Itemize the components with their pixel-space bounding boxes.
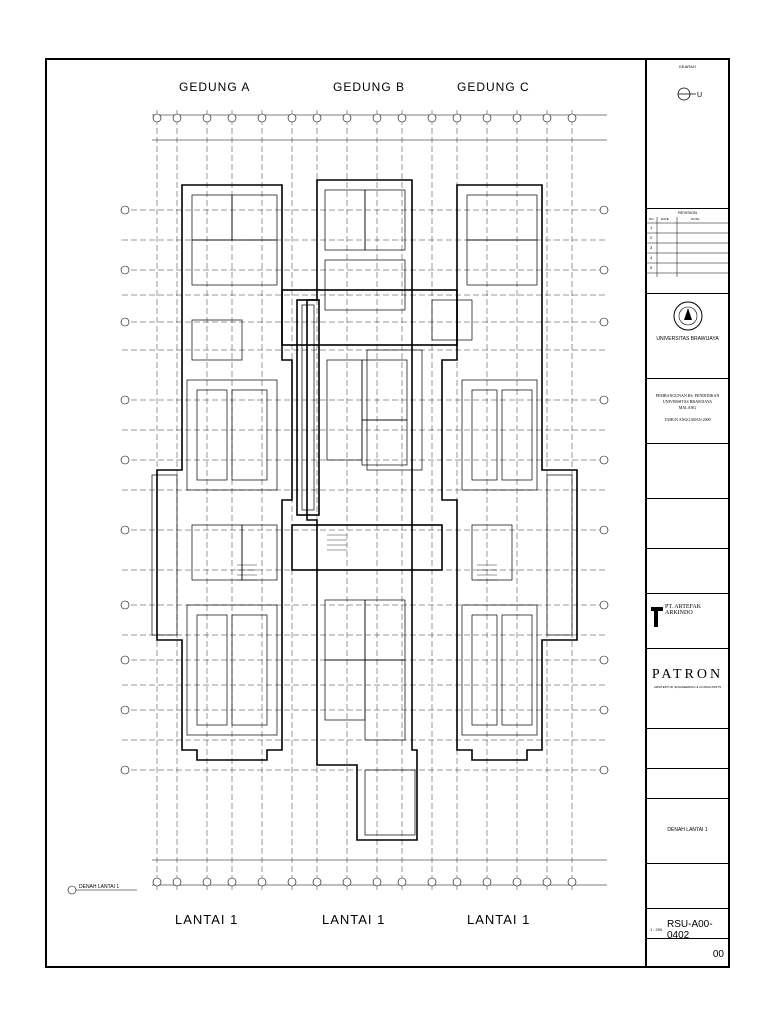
signature-block-2	[647, 498, 728, 548]
signature-block-3	[647, 548, 728, 593]
project-block: PEMBANGUNAN RS. PENDIDIKAN UNIVERSITAS B…	[647, 378, 728, 443]
north-label: KEARAH	[679, 64, 696, 69]
revision-row-2: 2	[650, 235, 653, 240]
patron-subtitle: ARSITEKTUR, ENGINEERING & CONSULTANTS	[653, 685, 722, 689]
revision-col-date: DATE	[661, 217, 669, 221]
university-seal-icon	[673, 301, 703, 331]
svg-text:U: U	[697, 92, 702, 99]
axis-lines	[122, 110, 607, 890]
floor-plan-svg	[67, 110, 609, 895]
project-line-1: PEMBANGUNAN RS. PENDIDIKAN	[655, 393, 720, 398]
patron-name: PATRON	[651, 667, 724, 682]
revision-col-note: NOTE	[691, 217, 700, 221]
project-line-4: TAHUN ANGGARAN 2009	[664, 417, 711, 422]
revision-row-5: 5	[650, 265, 653, 270]
plan-caption: DENAH LANTAI 1	[79, 884, 120, 890]
floor-label-b: LANTAI 1	[322, 912, 386, 927]
interior-walls	[151, 189, 573, 836]
drawing-title-block: DENAH LANTAI 1	[647, 798, 728, 863]
floor-label-c: LANTAI 1	[467, 912, 531, 927]
university-block: UNIVERSITAS BRAWIJAYA	[647, 293, 728, 378]
building-b-label: GEDUNG B	[333, 80, 406, 94]
revision-number: 00	[712, 949, 724, 960]
revision-label: REVISION	[677, 210, 698, 215]
floor-label-a: LANTAI 1	[175, 912, 239, 927]
stairs	[237, 534, 497, 581]
project-line-3: MALANG	[678, 405, 697, 410]
drawing-number: RSU-A00-0402	[667, 919, 713, 941]
building-c-label: GEDUNG C	[457, 80, 530, 94]
north-arrow-icon: U	[677, 87, 702, 101]
drawing-number-block: 1 : 200 RSU-A00-0402	[647, 908, 728, 941]
patron-block: PATRON ARSITEKTUR, ENGINEERING & CONSULT…	[647, 648, 728, 728]
approval-block-2	[647, 768, 728, 798]
floor-plan-drawing: GEDUNG A GEDUNG B GEDUNG C	[47, 60, 645, 966]
revision-grid	[647, 217, 728, 277]
consultant-logo-icon	[651, 607, 663, 627]
revision-col-no: NO.	[649, 217, 655, 221]
revision-number-block: 00	[647, 938, 728, 966]
revision-row-3: 3	[650, 245, 653, 250]
signature-block-1	[647, 443, 728, 498]
consultant-name: PT. ARTEFAK ARKINDO	[665, 604, 702, 616]
university-name: UNIVERSITAS BRAWIJAYA	[656, 336, 719, 342]
grid-lines	[152, 114, 607, 886]
drawing-sheet: GEDUNG A GEDUNG B GEDUNG C	[45, 58, 730, 968]
code-block	[647, 863, 728, 908]
approval-block-1	[647, 728, 728, 768]
grid-bubbles	[120, 113, 609, 887]
revision-row-1: 1	[650, 225, 653, 230]
drawing-title: DENAH LANTAI 1	[667, 827, 708, 833]
plan-caption-marker	[67, 885, 137, 895]
building-a-label: GEDUNG A	[179, 80, 251, 94]
consultant-block: PT. ARTEFAK ARKINDO	[647, 593, 728, 648]
revision-row-4: 4	[650, 255, 653, 260]
building-outlines	[156, 179, 578, 841]
revision-table: REVISION NO. DATE NOTE 1 2 3 4 5	[647, 208, 728, 293]
scale-value: 1 : 200	[650, 927, 663, 932]
title-block: KEARAH U REVISION NO. DATE NOTE 1 2 3 4	[645, 60, 728, 966]
project-line-2: UNIVERSITAS BRAWIJAYA	[662, 399, 713, 404]
